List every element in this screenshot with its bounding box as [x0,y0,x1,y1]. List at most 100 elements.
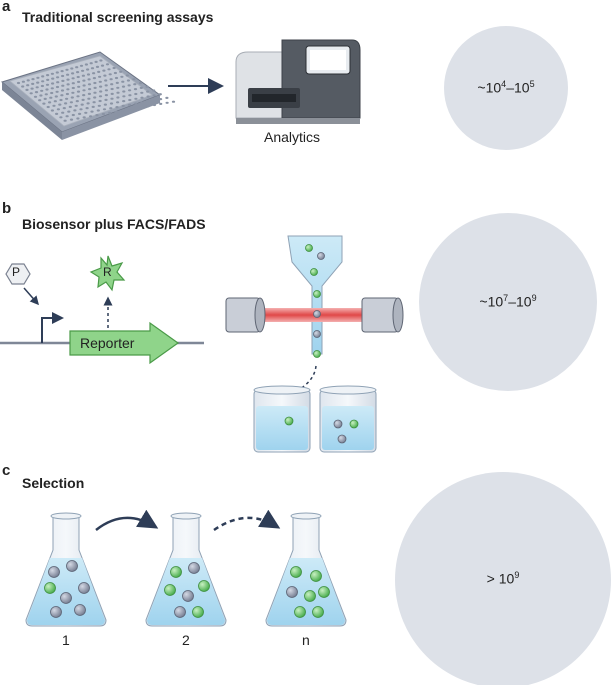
grey-cell [74,604,86,616]
promoter-arrow-icon [41,312,64,343]
reporter-molecule-label: R [103,265,112,279]
green-cell [305,244,313,252]
plate-well [103,74,107,77]
plate-well [56,76,60,79]
plate-well [21,80,25,83]
plate-well [55,90,59,93]
plate-well [70,96,74,99]
plate-well [91,105,95,108]
throughput-label-b: ~107–109 [479,293,537,310]
plate-well [87,97,91,100]
plate-well [112,66,116,70]
flask-2 [145,512,227,627]
plate-well [110,97,114,100]
plate-well [89,62,93,65]
panel-letter-a: a [2,0,11,15]
plate-well [104,89,108,92]
plate-well [88,88,92,91]
throughput-circle-c [395,472,611,685]
plate-well [67,110,71,113]
plate-well [152,99,156,102]
plate-well [95,114,99,117]
panel-letter-b: b [2,200,12,217]
analytics-instrument-icon [235,39,361,124]
plate-well [75,100,79,103]
plate-well [121,80,125,83]
plate-well [66,88,70,91]
plate-well [56,108,61,111]
plate-well [115,106,119,109]
plate-well [52,104,56,107]
plate-well [58,103,62,106]
plate-well [71,91,75,94]
plate-well [113,71,117,75]
plate-well [33,95,38,98]
plate-well [35,86,39,89]
green-cell [170,566,182,578]
plate-well [60,89,65,92]
plate-well [66,78,70,81]
plate-well [116,96,120,99]
plate-well [25,88,29,91]
plate-well [139,86,143,89]
flask-label-1: 1 [62,632,70,648]
plate-well [127,84,131,87]
plate-well [70,67,74,70]
green-cell [318,586,330,598]
plate-well [76,117,80,120]
plate-well [102,69,106,72]
throughput-circle-b [419,213,597,391]
plate-well [65,92,69,96]
plate-well [85,107,89,110]
promoter-hexagon-icon [5,263,31,285]
plate-well [126,79,130,82]
plate-well [82,89,86,92]
plate-well [36,76,40,79]
grey-cell [337,434,347,444]
plate-well [71,72,75,75]
plate-well [134,97,138,100]
grey-cell [182,590,194,602]
plate-well [76,95,80,98]
plate-well [76,71,80,74]
plate-well [93,81,97,85]
plate-well [110,92,114,95]
plate-well [158,93,162,96]
grey-cell [313,330,321,338]
beaker-right [319,385,377,453]
green-cell [290,566,302,578]
plate-well [122,95,126,98]
grey-cell [333,419,343,429]
plate-well [128,89,132,92]
panel-title-a: Traditional screening assays [22,9,214,25]
green-cell [284,416,294,426]
throughput-label-a: ~104–105 [477,79,535,96]
throughput-circle-a [444,26,568,150]
plate-well [73,109,77,112]
plate-well [95,65,100,68]
plate-well [97,104,101,107]
plate-well [165,96,169,99]
plate-well [140,96,144,99]
plate-well [159,98,163,101]
analytics-label: Analytics [264,129,321,145]
plate-well [98,75,102,78]
plate-well [121,104,125,107]
panel-b [0,213,597,453]
plate-well [146,95,150,98]
plate-well [108,111,112,114]
plate-well [77,85,81,88]
plate-well [134,92,138,96]
plate-well [105,63,110,66]
plate-well [152,94,156,97]
plate-well [74,104,78,107]
plate-well [84,63,88,66]
green-cell [349,419,359,429]
plate-well [99,59,103,62]
plate-well [120,109,125,112]
panel-letter-c: c [2,462,11,479]
plate-well [104,79,108,82]
green-cell [294,606,306,618]
grey-cell [66,560,78,572]
